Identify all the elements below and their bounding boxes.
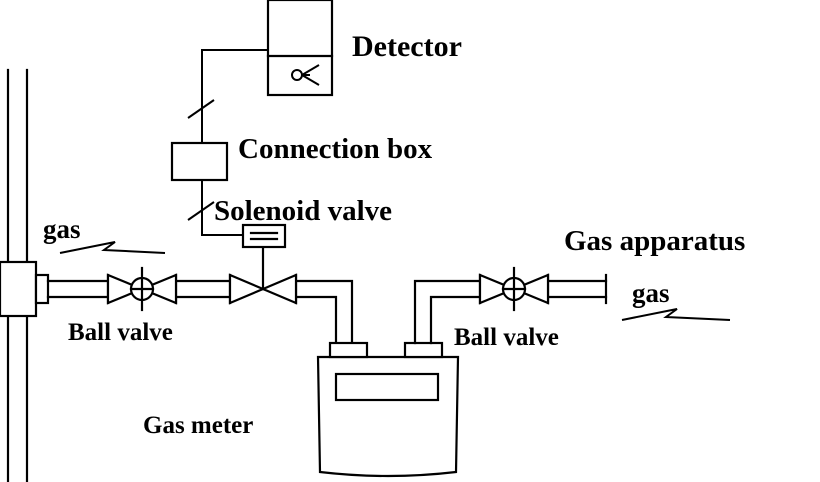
connection-box [170,141,229,182]
solenoid-valve [228,223,298,305]
gas-inlet-label: gas [43,214,81,244]
ball-valve-left-label: Ball valve [68,319,173,346]
tee-fitting [0,260,50,318]
gas-meter [316,341,460,478]
gas-flow-arrow-in [59,241,166,254]
ball-valve-right [478,266,550,312]
gas-flow-arrow-out [621,308,731,321]
gas-meter-label: Gas meter [143,412,253,439]
gas-outlet-label: gas [632,278,670,308]
connection-box-label: Connection box [238,133,433,165]
solenoid-valve-label: Solenoid valve [214,195,392,227]
sensor-icon [291,64,320,86]
ball-valve-right-label: Ball valve [454,324,559,351]
detector-label: Detector [352,30,462,63]
detector [266,0,334,97]
ball-valve-left [106,266,178,312]
gas-apparatus-label: Gas apparatus [564,225,745,257]
signal-wiring [187,49,268,236]
